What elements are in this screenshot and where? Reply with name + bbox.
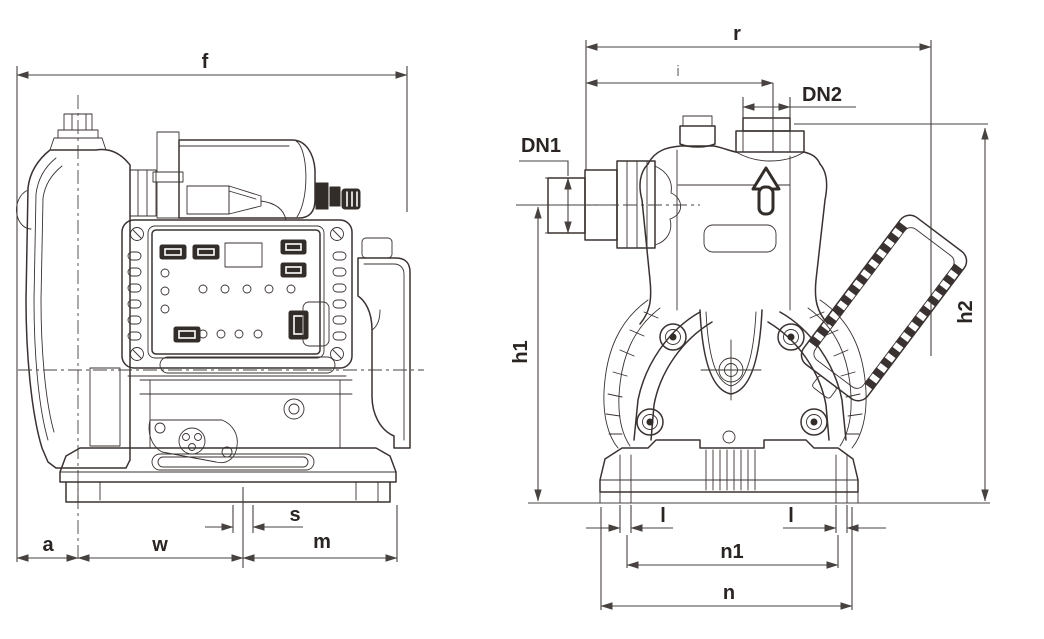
outlet-flange — [148, 419, 238, 464]
pressure-tank — [16, 95, 131, 562]
corner-screws — [130, 227, 344, 361]
pump-side-view: f — [16, 51, 424, 568]
dimension-dn1: DN1 — [519, 135, 585, 234]
dimension-h2: h2 — [794, 123, 989, 502]
motor-assembly — [129, 131, 361, 221]
name-plate — [703, 224, 777, 253]
dimension-dn2: DN2 — [742, 84, 856, 118]
dim-label-h2: h2 — [955, 300, 977, 323]
dim-label-f: f — [202, 51, 209, 73]
outlet-port-dn2 — [735, 117, 805, 162]
panel-display — [224, 242, 263, 268]
pump-front-view: r i DN2 h2 h1 DN1 — [510, 23, 990, 610]
dimension-l-right: l — [783, 505, 886, 533]
cooling-ribs — [705, 449, 756, 491]
dim-label-l-right: l — [788, 505, 794, 527]
drain-plug — [315, 182, 329, 210]
panel-buttons — [159, 239, 309, 343]
dim-label-h1: h1 — [510, 340, 532, 363]
dim-label-s: s — [289, 504, 300, 526]
pump-housing-lower — [139, 237, 411, 464]
dimension-awm-chain: a w m — [16, 505, 398, 562]
shaft-center-bolt — [700, 339, 762, 401]
dim-label-i: i — [676, 63, 679, 80]
dim-label-dn1: DN1 — [521, 135, 561, 157]
clamp-bolts — [636, 323, 828, 436]
dimension-n: n — [600, 507, 853, 610]
dimension-n1: n1 — [626, 535, 839, 569]
power-plug — [186, 185, 230, 215]
carry-bracket — [357, 257, 411, 449]
pump-body-front — [639, 115, 829, 325]
dimension-l-left: l — [586, 505, 673, 533]
flow-direction-arrow-icon — [751, 166, 781, 216]
pump-base-front — [599, 439, 859, 504]
dim-label-w: w — [151, 534, 168, 556]
dim-label-a: a — [42, 534, 54, 556]
control-panel — [121, 219, 353, 377]
dimension-s: s — [205, 487, 303, 568]
dim-label-dn2: DN2 — [802, 84, 842, 106]
dim-label-n1: n1 — [720, 541, 743, 563]
clamp-arms — [633, 309, 847, 491]
dim-label-m: m — [313, 531, 331, 553]
pump-base-side — [59, 447, 397, 503]
fan-shrouds — [603, 299, 867, 449]
dim-label-r: r — [733, 23, 741, 45]
priming-cap — [679, 125, 716, 148]
dim-label-n: n — [723, 582, 735, 604]
dimension-f: f — [16, 51, 408, 562]
inlet-port-dn1 — [547, 160, 700, 249]
panel-leds — [160, 268, 296, 339]
side-vents — [127, 251, 347, 341]
dim-label-l-left: l — [660, 505, 666, 527]
dimension-h1: h1 — [510, 204, 575, 502]
